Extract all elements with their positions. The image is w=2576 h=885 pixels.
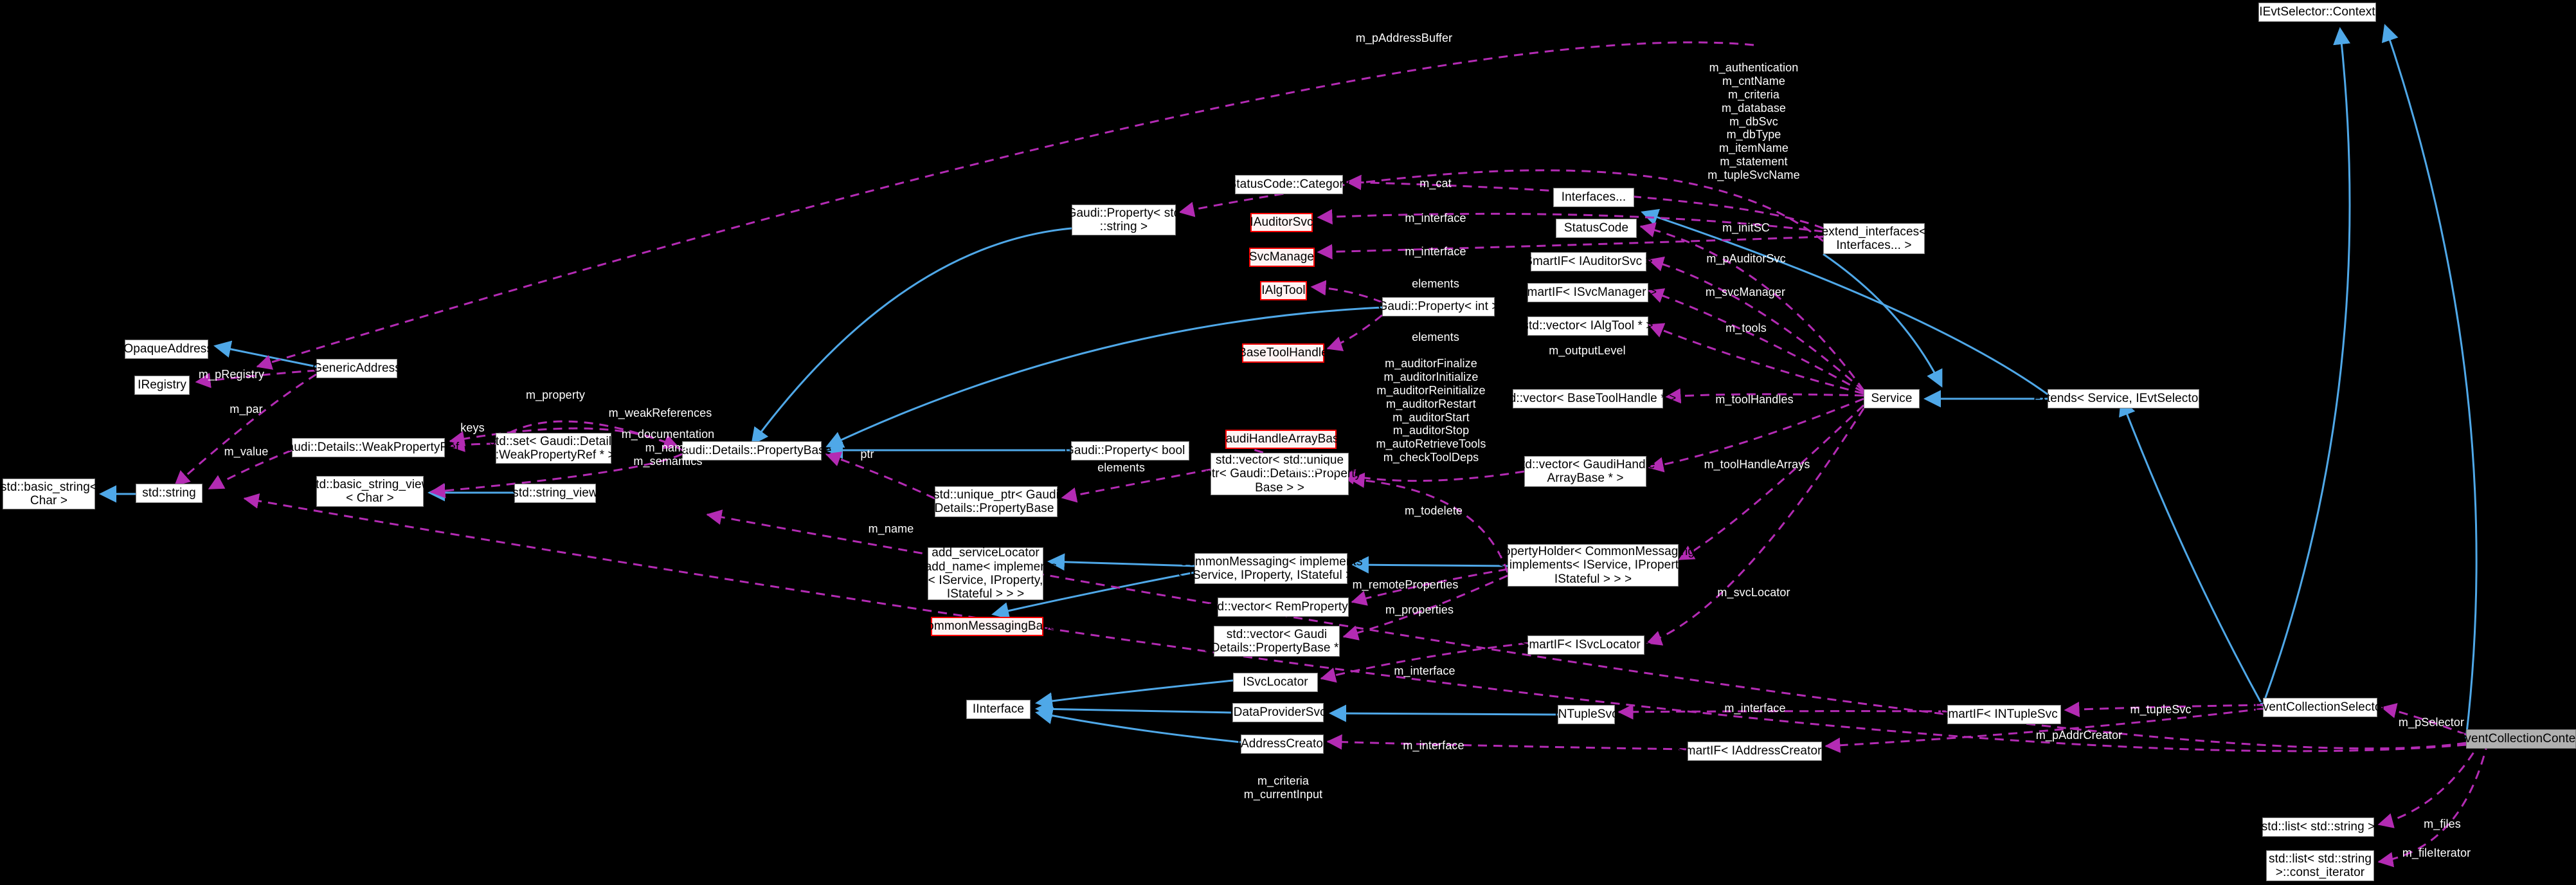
class-node-iaddresscreator[interactable]: IAddressCreator [1238,734,1327,754]
class-node-vector_propertybase_ptr[interactable]: std::vector< Gaudi ::Details::PropertyBa… [1204,626,1349,657]
edge-label-m_outputLevel: m_outputLevel [1549,344,1626,357]
class-node-statuscode_category[interactable]: StatusCode::Category [1229,175,1349,194]
class-node-iopaqueaddress[interactable]: IOpaqueAddress [120,340,213,359]
class-node-smartif_iaddresscreator[interactable]: SmartIF< IAddressCreator > [1677,742,1832,761]
class-node-genericaddress[interactable]: GenericAddress [312,359,401,378]
class-node-iregistry[interactable]: IRegistry [134,376,190,395]
class-node-ialgtool[interactable]: IAlgTool [1260,281,1307,300]
class-node-std_string[interactable]: std::string [136,484,203,503]
class-node-ievtselector_context[interactable]: IEvtSelector::Context [2258,3,2376,22]
edge-label-m_criteria: m_criteria m_currentInput [1243,774,1323,801]
class-node-smartif_iauditorsvc[interactable]: SmartIF< IAuditorSvc > [1524,252,1653,271]
class-node-propertyholder[interactable]: PropertyHolder< CommonMessaging < implem… [1491,544,1695,587]
edge-label-m_name: m_name [868,522,914,535]
class-node-vector_unique_ptr_propertybase[interactable]: std::vector< std::unique _ptr< Gaudi::De… [1198,453,1362,495]
edge-label-m_properties: m_properties [1385,603,1454,616]
edge-label-m_value: m_value [224,445,269,458]
edge-label-keys: keys [460,421,485,434]
class-node-add_servicelocator[interactable]: add_serviceLocator < add_name< implement… [914,546,1057,601]
class-node-extend_interfaces[interactable]: extend_interfaces< Interfaces... > [1822,223,1926,254]
class-node-extends_service_ievtselector[interactable]: extends< Service, IEvtSelector > [2034,389,2213,408]
class-node-vector_gaudihandlearraybase[interactable]: std::vector< GaudiHandle ArrayBase * > [1515,456,1655,487]
edge-label-m_toolHandles: m_toolHandles [1715,393,1794,406]
class-node-vector_basetoolhandle[interactable]: std::vector< BaseToolHandle * > [1500,389,1676,408]
edge-label-elements_1: elements [1412,277,1459,290]
class-node-property_string[interactable]: Gaudi::Property< std ::string > [1067,205,1180,235]
class-node-basetoolhandle[interactable]: BaseToolHandle [1238,343,1328,363]
edge-label-m_files: m_files [2424,817,2461,830]
edge-label-m_pRegistry: m_pRegistry [198,368,265,381]
edge-label-m_svcManager: m_svcManager [1705,286,1786,298]
edge-label-m_interface_4: m_interface [1724,702,1786,715]
class-node-list_string[interactable]: std::list< std::string > [2262,817,2375,837]
class-node-string_view[interactable]: std::string_view [512,484,598,503]
class-node-commonmessagingbase[interactable]: CommonMessagingBase [918,617,1056,636]
edge-label-m_tools: m_tools [1725,322,1767,334]
class-node-service[interactable]: Service [1864,389,1920,408]
edge-label-m_pAuditorSvc: m_pAuditorSvc [1706,252,1786,265]
class-node-vector_remproperty[interactable]: std::vector< RemProperty > [1208,598,1358,617]
edge-label-m_interface_3: m_interface [1394,664,1455,677]
class-node-interfaces_dots[interactable]: Interfaces... [1553,188,1634,207]
class-node-statuscode[interactable]: StatusCode [1556,219,1637,238]
edge-label-ptr: ptr [860,448,874,461]
class-node-smartif_intuplesvc[interactable]: SmartIF< INTupleSvc > [1940,705,2068,724]
edge-label-m_initSC: m_initSC [1722,221,1770,234]
class-node-isvcmanager[interactable]: ISvcManager [1245,248,1318,267]
edge-label-m_property: m_property [525,388,586,401]
class-node-iinterface[interactable]: IInterface [966,700,1031,719]
class-node-propertybase[interactable]: Gaudi::Details::PropertyBase [672,441,831,461]
class-node-commonmessaging[interactable]: CommonMessaging< implements < IService, … [1178,553,1364,584]
class-node-eventcollectionselector[interactable]: EventCollectionSelector [2255,698,2386,717]
class-node-property_bool[interactable]: Gaudi::Property< bool > [1065,441,1196,461]
class-node-eventcollectioncontext[interactable]: EventCollectionContext [2457,729,2576,749]
edge-label-m_pAddressBuffer: m_pAddressBuffer [1355,32,1453,44]
edge-label-service_props: m_authentication m_cntName m_criteria m_… [1707,61,1800,181]
edge-label-elements_3: elements [1097,461,1145,474]
edge-label-m_fileIterator: m_fileIterator [2402,846,2471,859]
class-node-list_string_const_iterator[interactable]: std::list< std::string >::const_iterator [2266,850,2374,881]
edge-label-m_interface_5: m_interface [1403,739,1464,752]
edge-label-m_interface_1: m_interface [1405,212,1466,224]
class-node-gaudihandlearraybase[interactable]: GaudiHandleArrayBase [1216,430,1346,449]
class-node-property_int[interactable]: Gaudi::Property< int > [1378,297,1499,316]
class-node-iauditorsvc[interactable]: IAuditorSvc [1250,213,1313,232]
edge-label-m_interface_2: m_interface [1405,245,1466,258]
class-node-idataprovidersvc[interactable]: IDataProviderSvc [1230,703,1326,722]
edge-label-m_remoteProperties: m_remoteProperties [1352,578,1459,591]
class-node-basic_string_char[interactable]: std::basic_string< Char > [1,479,97,509]
edge-label-m_pSelector: m_pSelector [2398,716,2465,729]
class-node-smartif_isvclocator[interactable]: SmartIF< ISvcLocator > [1521,635,1651,655]
edge-label-m_pAddrCreator: m_pAddrCreator [2035,729,2123,742]
class-node-basic_string_view[interactable]: std::basic_string_view < Char > [309,476,430,507]
class-node-weakpropertyref[interactable]: Gaudi::Details::WeakPropertyRef [278,438,459,457]
edge-label-m_par: m_par [230,403,263,415]
edge-label-m_toolHandleArrays: m_toolHandleArrays [1704,458,1810,471]
class-node-vector_ialgtool[interactable]: std::vector< IAlgTool * > [1522,316,1653,336]
edge-label-elements_4: elements [1290,462,1337,475]
edge-label-m_svcLocator: m_svcLocator [1717,586,1790,599]
edge-label-auditor_props: m_auditorFinalize m_auditorInitialize m_… [1376,357,1486,464]
edge-label-m_documentation: m_documentation m_name m_semantics [621,428,715,468]
edge-label-elements_2: elements [1412,331,1459,343]
edge-label-m_tupleSvc: m_tupleSvc [2130,703,2192,716]
class-node-set_weakpropertyref[interactable]: std::set< Gaudi::Details ::WeakPropertyR… [489,433,618,464]
class-node-intuplesvc[interactable]: INTupleSvc [1554,705,1618,724]
class-node-isvclocator[interactable]: ISvcLocator [1233,673,1318,692]
class-node-smartif_isvcmanager[interactable]: SmartIF< ISvcManager > [1519,283,1657,302]
edge-label-m_todelete: m_todelete [1404,504,1463,517]
class-node-unique_ptr_propertybase[interactable]: std::unique_ptr< Gaudi ::Details::Proper… [928,486,1065,517]
edge-label-m_cat: m_cat [1419,177,1452,190]
edge-label-m_weakReferences: m_weakReferences [608,406,712,419]
